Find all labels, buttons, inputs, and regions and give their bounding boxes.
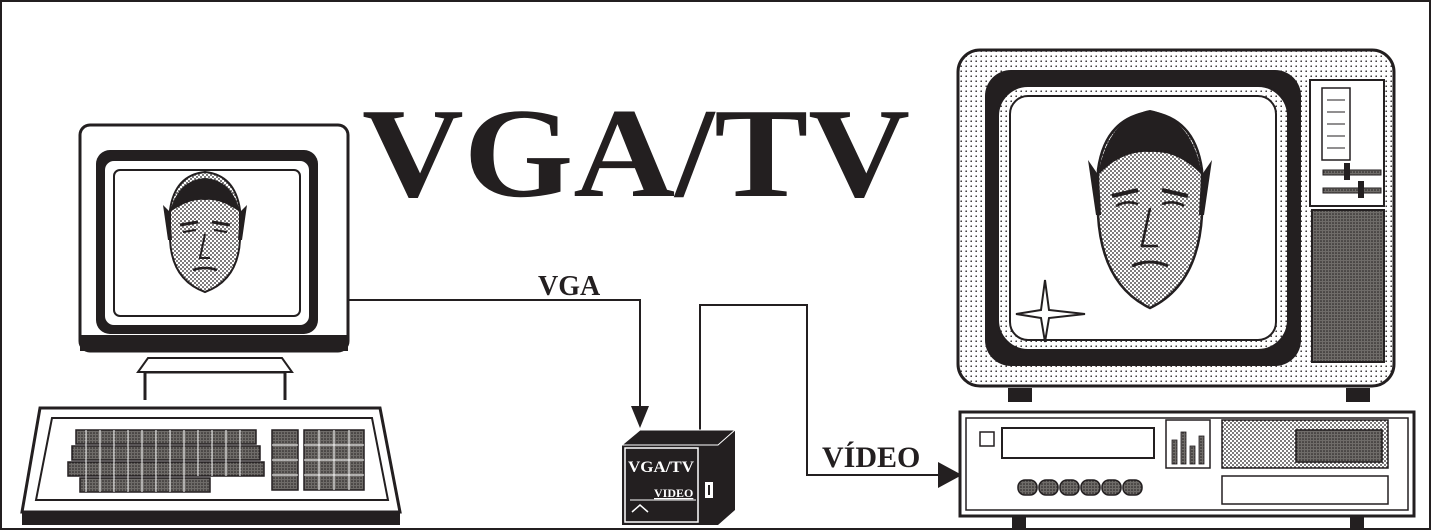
vga-label: VGA [538,271,601,302]
converter-brand-label: VGA/TV [628,459,694,476]
tv-slider-1 [1323,170,1381,175]
video-arrow-icon [938,462,962,488]
monitor-stand [145,372,285,400]
vga-cable [348,300,640,408]
video-recorder-icon [960,412,1414,528]
television-icon [958,50,1394,402]
tv-speaker-grille [1312,210,1384,362]
page-title: VGA/TV [362,82,910,224]
converter-badge-label: VIDEO [654,486,693,500]
vga-arrow-icon [631,406,649,428]
converter-box-icon [622,430,735,525]
computer-monitor-icon [80,125,348,351]
tv-slider-2 [1323,188,1381,193]
keyboard-icon [22,408,400,525]
video-label: VÍDEO [822,441,920,474]
